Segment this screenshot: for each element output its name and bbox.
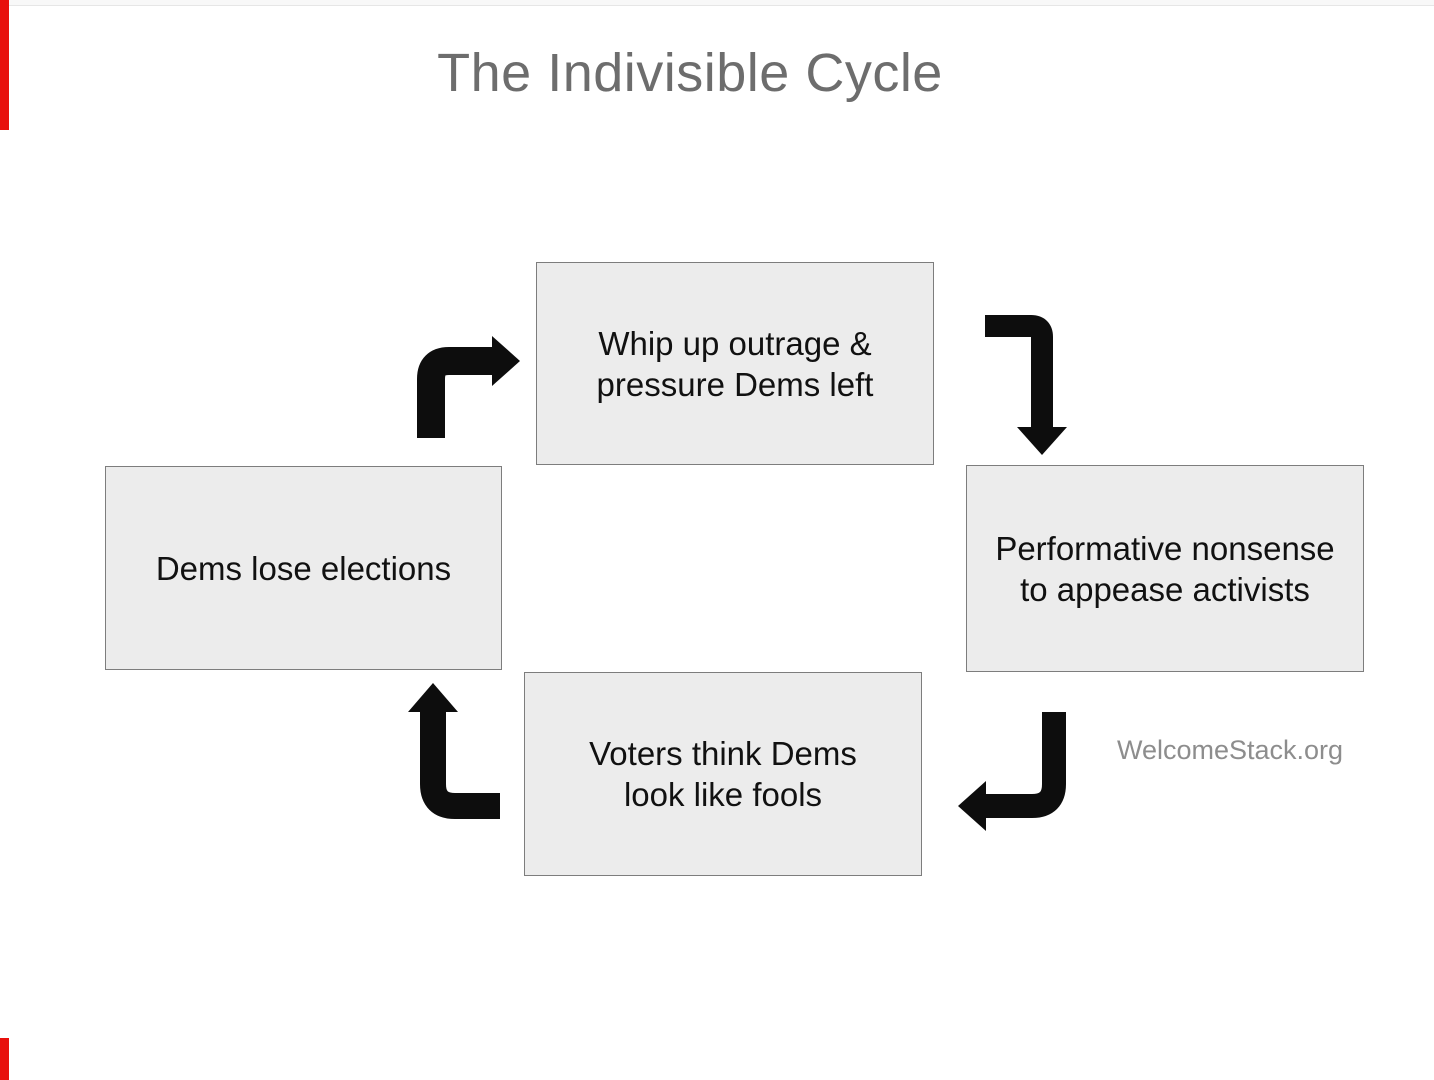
cycle-arrow-left-to-top-icon	[417, 336, 520, 438]
node-label-line: look like fools	[623, 776, 823, 813]
node-label-line: Whip up outrage &	[598, 324, 872, 362]
node-performative-nonsense: Performative nonsense to appease activis…	[966, 465, 1364, 672]
watermark-text: WelcomeStack.org	[1116, 735, 1344, 765]
node-voters-think-fools: Voters think Dems look like fools	[524, 672, 922, 876]
cycle-arrow-bottom-to-left-icon	[408, 683, 500, 819]
node-label: Whip up outrage & pressure Dems left	[597, 323, 874, 405]
node-label: Performative nonsense to appease activis…	[995, 528, 1334, 610]
left-edge-red-bar-bottom	[0, 1038, 9, 1080]
node-label: Dems lose elections	[156, 548, 451, 589]
left-edge-red-bar-top	[0, 0, 9, 130]
cycle-arrow-top-to-right-icon	[985, 315, 1067, 455]
node-whip-up-outrage: Whip up outrage & pressure Dems left	[536, 262, 934, 465]
node-label-line: Performative nonsense	[995, 529, 1335, 567]
node-label-line: Dems lose elections	[155, 549, 452, 587]
node-label-line: pressure Dems left	[596, 365, 874, 403]
node-label-line: to appease activists	[1020, 570, 1310, 608]
node-label-line: Voters think Dems	[589, 735, 857, 772]
node-dems-lose-elections: Dems lose elections	[105, 466, 502, 670]
page-title: The Indivisible Cycle	[437, 43, 943, 103]
cycle-arrow-right-to-bottom-icon	[958, 712, 1066, 831]
node-label: Voters think Dems look like fools	[589, 733, 857, 815]
browser-chrome-strip	[0, 0, 1434, 6]
